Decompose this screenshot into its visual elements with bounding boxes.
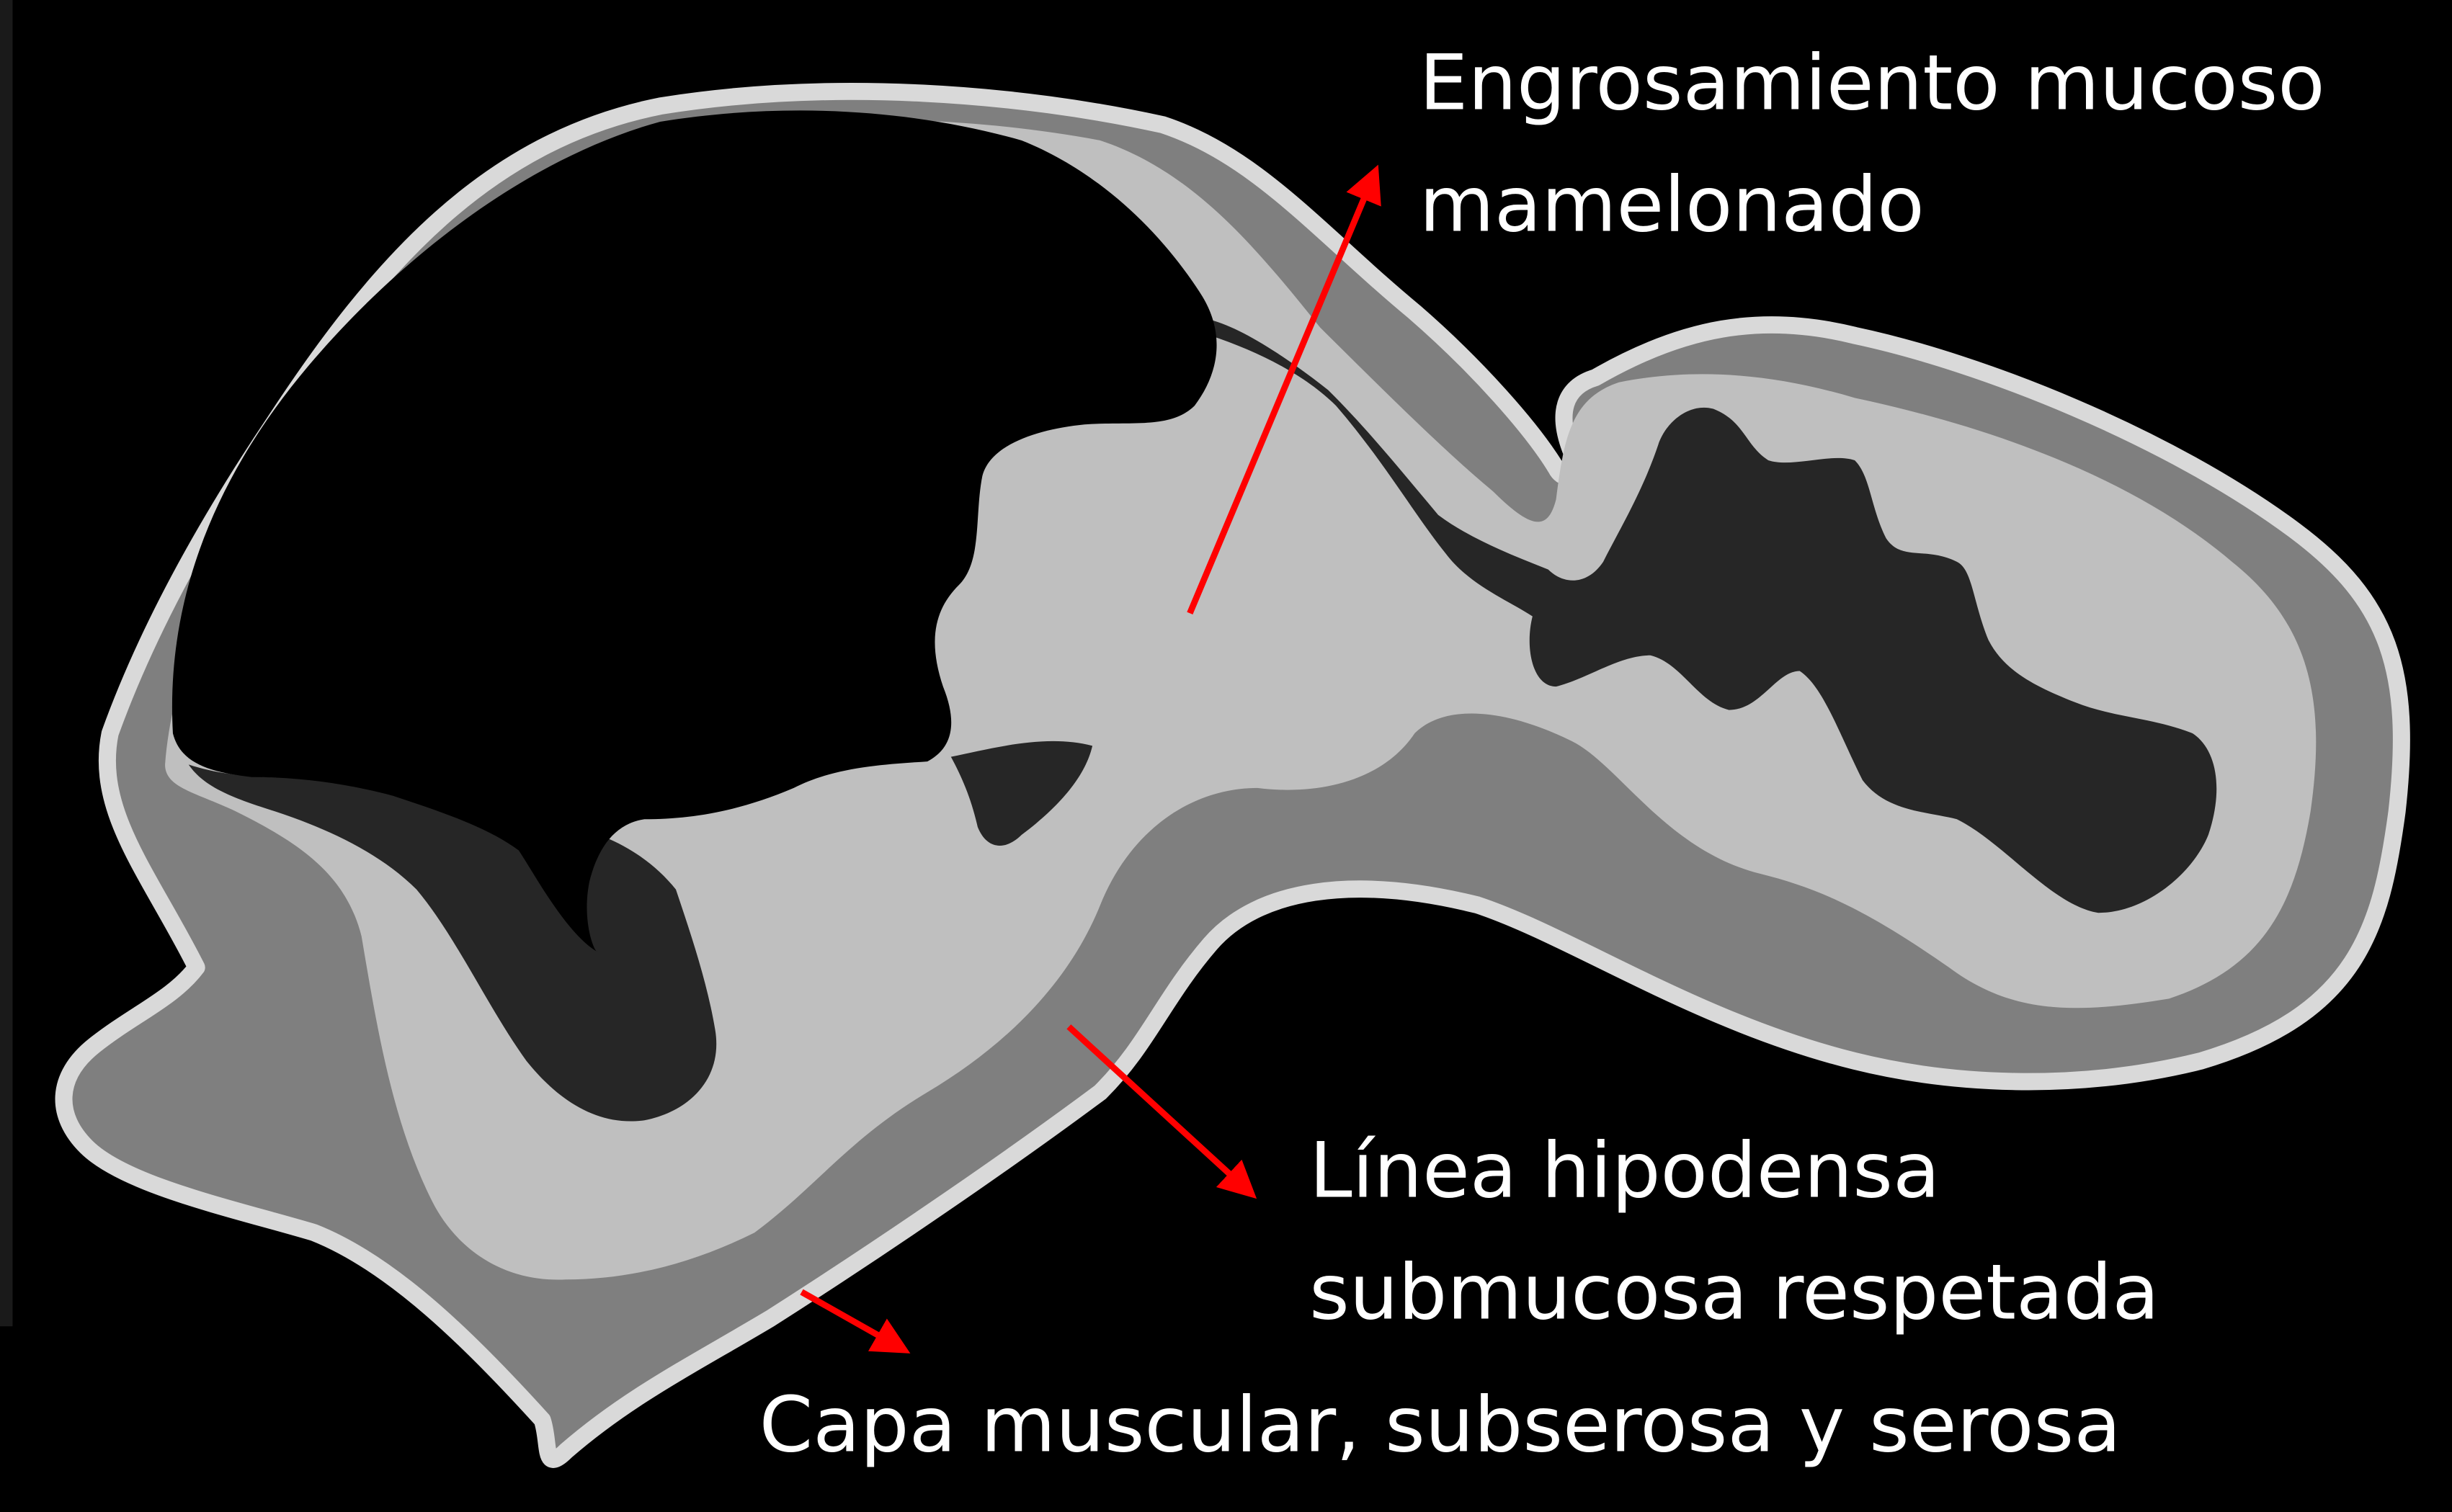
label-submucosa-line2: submucosa respetada xyxy=(1309,1248,2159,1338)
label-submucosa-line1: Línea hipodensa xyxy=(1309,1127,1940,1216)
arrow-outer-layer xyxy=(802,1292,904,1350)
label-outer-line1: Capa muscular, subserosa y serosa xyxy=(759,1381,2121,1470)
label-mucosal-line1: Engrosamiento mucoso xyxy=(1419,39,2325,128)
label-outer-layers: Capa muscular, subserosa y serosa xyxy=(759,1381,2121,1470)
label-submucosa: Línea hipodensa submucosa respetada xyxy=(1309,1127,2159,1338)
label-mucosal-line2: mamelonado xyxy=(1419,161,1925,250)
left-edge-strip xyxy=(0,0,12,1326)
label-mucosal-thickening: Engrosamiento mucoso mamelonado xyxy=(1419,39,2325,250)
arrow-submucosa xyxy=(1069,1026,1251,1194)
